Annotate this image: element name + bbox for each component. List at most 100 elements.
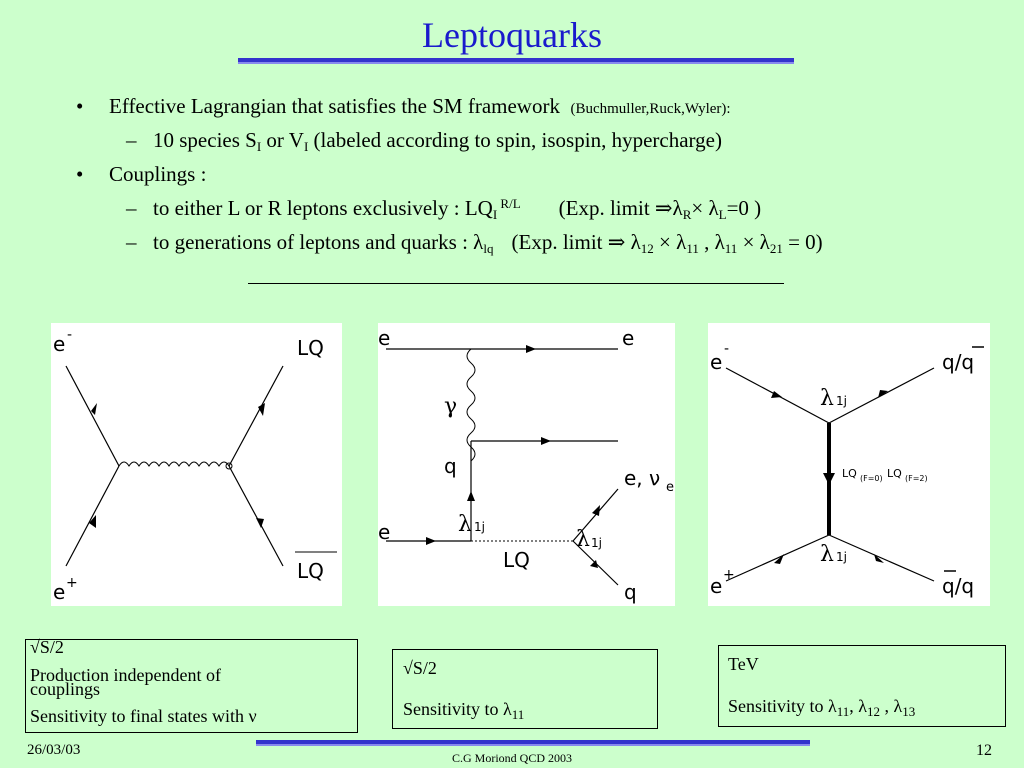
outgoing-lq-line: [228, 365, 284, 467]
label-e-minus: e: [710, 350, 722, 374]
text-part: (Exp. limit ⇒λ: [558, 196, 683, 220]
text-part: , λ: [849, 696, 868, 716]
label-lq-f2-sub: (F=2): [905, 474, 928, 483]
bullet-1a-text: 10 species SI or VI (labeled according t…: [153, 128, 722, 155]
label-lq: LQ: [503, 548, 530, 572]
label-e-nu: e, ν: [624, 466, 660, 490]
vertex-dot: [225, 462, 233, 470]
bullet-2b: – to generations of leptons and quarks :…: [126, 230, 823, 256]
feynman-diagram-s-channel: e - e + LQ LQ: [51, 323, 342, 606]
slide-title: Leptoquarks: [422, 15, 602, 55]
subscript: I: [492, 207, 498, 222]
label-lambda-top-sub: 1j: [836, 394, 847, 408]
text-part: 10 species S: [153, 128, 257, 152]
arrow-icon: [91, 403, 97, 415]
subscript: 12: [867, 704, 881, 719]
label-lq-f0: LQ: [842, 467, 857, 480]
box-2-line-1: √S/2: [403, 658, 437, 678]
label-lq: LQ: [297, 336, 324, 360]
subscript: I: [256, 139, 262, 154]
arrow-icon: [874, 554, 884, 563]
arrow-icon: [426, 537, 436, 545]
subscript: 11: [686, 241, 699, 256]
label-e-plus: e: [53, 580, 65, 604]
text-part: (Exp. limit ⇒ λ: [511, 230, 641, 254]
arrow-icon: [774, 554, 784, 564]
info-box-3: TeV Sensitivity to λ11, λ12 , λ13: [718, 645, 1006, 727]
arrow-icon: [256, 518, 264, 528]
outgoing-quark-line-bottom: [828, 534, 935, 582]
text-part: = 0): [782, 230, 823, 254]
label-q-out: q: [624, 580, 637, 604]
superscript: R/L: [497, 196, 521, 211]
label-gamma: γ: [444, 394, 457, 419]
arrow-icon: [89, 515, 96, 528]
label-q: q: [444, 454, 457, 478]
bullet-1-text: Effective Lagrangian that satisfies the …: [109, 94, 731, 119]
label-lambda-2-sub: 1j: [591, 536, 602, 550]
arrow-icon: [771, 391, 782, 398]
incoming-positron-line: [725, 534, 830, 582]
bullet-marker: •: [76, 94, 84, 118]
box-1-line-1: √S/2: [30, 637, 64, 657]
arrow-icon: [590, 560, 598, 568]
text-part: (labeled according to spin, isospin, hyp…: [308, 128, 722, 152]
label-e-out: e: [622, 326, 634, 350]
bullet-1: • Effective Lagrangian that satisfies th…: [76, 94, 731, 119]
box-1-line-2: Production independent of: [30, 665, 221, 685]
separator-line: [248, 283, 784, 284]
arrow-icon: [878, 390, 888, 398]
box-3-line-1: TeV: [728, 654, 759, 674]
label-e-low: e: [378, 520, 390, 544]
arrow-icon: [541, 437, 551, 445]
bullet-marker: •: [76, 162, 84, 186]
footer-date: 26/03/03: [27, 742, 81, 758]
dash-marker: –: [126, 128, 137, 152]
label-plus: +: [66, 575, 78, 591]
subscript: I: [303, 139, 309, 154]
label-e-in: e: [378, 326, 390, 350]
text-part: =0 ): [726, 196, 762, 220]
subscript: 11: [511, 707, 525, 722]
bullet-2a-text: to either L or R leptons exclusively : L…: [153, 196, 761, 223]
subscript: 13: [902, 704, 916, 719]
dash-marker: –: [126, 230, 137, 254]
incoming-electron-line: [65, 365, 120, 467]
label-lq-f2: LQ: [887, 467, 902, 480]
bullet-1-citation: (Buchmuller,Ruck,Wyler):: [570, 101, 731, 117]
text-part: × λ: [653, 230, 687, 254]
feynman-diagram-t-channel: e - e + q/q q/q λ 1j λ 1j LQ (F=0) LQ (F…: [708, 323, 990, 606]
text-part: × λ: [691, 196, 719, 220]
bullet-2a: – to either L or R leptons exclusively :…: [126, 196, 761, 222]
bullet-1a: – 10 species SI or VI (labeled according…: [126, 128, 722, 154]
label-minus: -: [724, 341, 729, 357]
info-box-1: √S/2 Production independent of couplings…: [25, 637, 358, 733]
label-nu-sub: e: [666, 480, 674, 495]
label-lq-f0-sub: (F=0): [860, 474, 883, 483]
label-q-top: q/q: [942, 350, 974, 374]
subscript: 11: [836, 704, 850, 719]
text-part: × λ: [737, 230, 770, 254]
bullet-2b-text: to generations of leptons and quarks : λ…: [153, 230, 823, 257]
subscript: L: [718, 207, 727, 222]
label-e-minus: e: [53, 332, 65, 356]
bullet-2-text: Couplings :: [109, 162, 207, 186]
footer-center-text: C.G Moriond QCD 2003: [451, 751, 572, 765]
text-part: Sensitivity to λ: [728, 696, 837, 716]
gauge-boson-wavy-line: [118, 461, 230, 467]
arrow-icon: [467, 491, 475, 501]
photon-wavy-line: [466, 348, 476, 462]
feynman-diagram-ep: e e γ q e λ 1j LQ e, ν e λ 1j q: [378, 323, 675, 606]
bullet-2: • Couplings :: [76, 162, 206, 187]
subscript: 11: [724, 241, 738, 256]
box-1-line-4: Sensitivity to final states with ν: [30, 706, 257, 726]
box-3-line-2: Sensitivity to λ11, λ12 , λ13: [728, 696, 915, 720]
subscript: 12: [640, 241, 654, 256]
box-2-line-2: Sensitivity to λ11: [403, 699, 524, 723]
text-part: or V: [261, 128, 304, 152]
text-part: to generations of leptons and quarks : λ: [153, 230, 484, 254]
label-plus: +: [723, 567, 735, 583]
footer-rule: [256, 740, 810, 744]
text-part: , λ: [880, 696, 903, 716]
text-part: Sensitivity to λ: [403, 699, 512, 719]
